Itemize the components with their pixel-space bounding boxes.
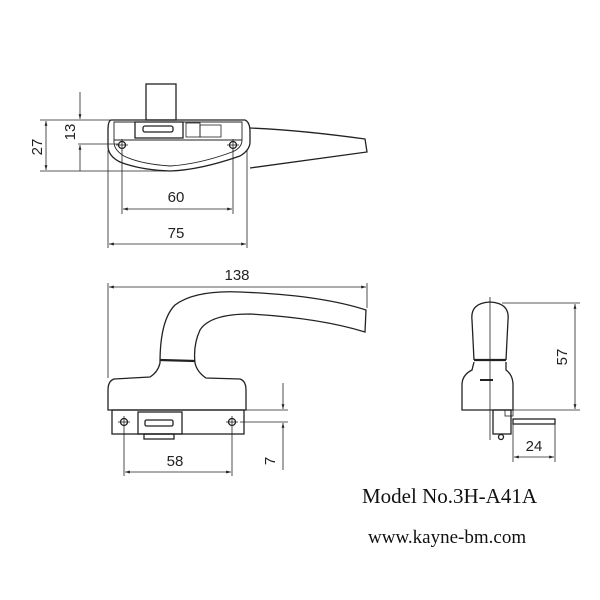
dim-13: 13	[62, 124, 79, 141]
screw-hole-icon	[227, 139, 239, 151]
dim-24: 24	[526, 438, 543, 455]
handle-body	[107, 362, 247, 411]
dim-27: 27	[29, 139, 46, 156]
tongue	[512, 418, 556, 425]
website-url: www.kayne-bm.com	[368, 527, 527, 548]
lever-arm	[249, 127, 368, 169]
dim-138: 138	[224, 267, 249, 284]
dim-57: 57	[554, 349, 571, 366]
front-view	[107, 291, 367, 440]
dim-60: 60	[168, 189, 185, 206]
base-outline	[107, 119, 251, 172]
dim-75: 75	[168, 225, 185, 242]
side-view	[461, 301, 556, 441]
top-view	[107, 83, 368, 172]
dim-7: 7	[262, 457, 279, 465]
screw-hole-icon	[118, 416, 130, 428]
side-body	[461, 361, 514, 411]
handle-lever	[159, 291, 367, 364]
spindle	[145, 83, 177, 121]
screw-hole-icon	[116, 139, 128, 151]
screw-hole-icon	[226, 416, 238, 428]
cam-slot	[134, 121, 184, 139]
dim-58: 58	[167, 453, 184, 470]
model-number: Model No.3H-A41A	[362, 484, 537, 508]
